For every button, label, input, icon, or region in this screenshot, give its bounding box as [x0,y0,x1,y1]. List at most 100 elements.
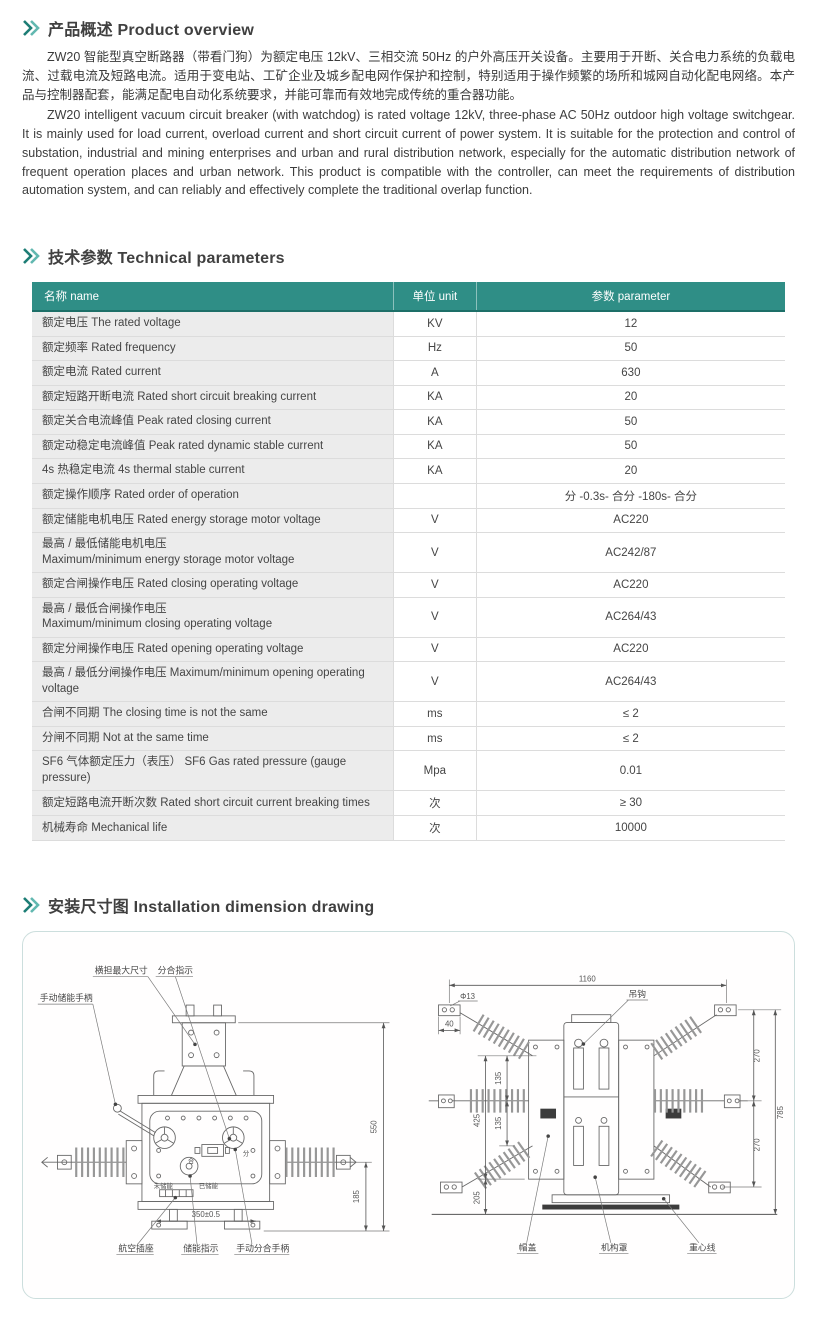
dim-425: 425 [473,1114,482,1128]
cell-name: 合闸不同期 The closing time is not the same [32,701,394,727]
cell-param: 20 [475,458,785,484]
cell-name: 额定短路开断电流 Rated short circuit breaking cu… [32,384,394,411]
cell-unit: V [392,532,477,574]
cell-name: 最高 / 最低储能电机电压 Maximum/minimum energy sto… [32,532,394,574]
cell-unit: Hz [392,335,477,362]
label-not-charged: 未储能 [153,1181,173,1190]
installation-section-header: 安装尺寸图 Installation dimension drawing [22,893,795,917]
label-energy-indicator: 储能指示 [183,1243,218,1254]
front-view-drawing: 550 185 350±0.5 横担最大尺寸 分合指示 手动储能手柄 合 分 [37,965,390,1256]
label-close-char: 合 [188,1157,195,1166]
label-crossarm-max: 横担最大尺寸 [95,965,148,976]
cell-unit: V [392,596,477,638]
column-header-parameter: 参数 parameter [475,282,785,312]
cell-param: 630 [475,360,785,386]
breaker-side-structure [429,1004,749,1210]
cell-name: 4s 热稳定电流 4s thermal stable current [32,458,394,484]
overview-title: 产品概述 Product overview [48,22,255,39]
column-header-name: 名称 name [32,282,394,312]
double-chevron-icon [22,19,40,37]
cell-unit: V [392,636,477,663]
table-row: 额定动稳定电流峰值 Peak rated dynamic stable curr… [32,433,785,460]
side-view-labels: 吊钩 帽盖 机构罩 重心线 [517,988,717,1255]
cell-param: 12 [475,310,785,337]
cell-param: 0.01 [475,750,785,792]
label-hook: 吊钩 [629,988,647,999]
dim-350: 350±0.5 [191,1211,220,1220]
cell-unit: 次 [392,815,477,842]
cell-name: 额定动稳定电流峰值 Peak rated dynamic stable curr… [32,433,394,460]
cell-unit: KA [392,409,477,435]
cell-param: ≤ 2 [475,725,785,752]
cell-param: 50 [475,433,785,460]
label-open-char: 分 [243,1149,250,1158]
table-row: 最高 / 最低分闸操作电压 Maximum/minimum opening op… [32,661,785,703]
overview-paragraph-zh: ZW20 智能型真空断路器（带看门狗）为额定电压 12kV、三相交流 50Hz … [22,50,795,102]
cell-name: 分闸不同期 Not at the same time [32,725,394,752]
dim-550: 550 [369,1120,378,1134]
side-view-drawing: 1160 Φ13 40 135 135 425 205 [429,975,785,1255]
cell-unit: KA [392,433,477,460]
dim-205: 205 [473,1191,482,1205]
cell-name: 额定频率 Rated frequency [32,335,394,362]
parameters-table: 名称 name 单位 unit 参数 parameter 额定电压 The ra… [32,282,785,842]
cell-name: 额定分闸操作电压 Rated opening operating voltage [32,636,394,663]
cell-name: 额定储能电机电压 Rated energy storage motor volt… [32,507,394,534]
table-row: 额定储能电机电压 Rated energy storage motor volt… [32,507,785,534]
cell-unit: A [392,360,477,386]
overview-section-header: 产品概述 Product overview [22,16,795,40]
right-lower-fins [650,1140,709,1190]
table-row: 额定分闸操作电压 Rated opening operating voltage… [32,636,785,663]
front-view-dimensions: 550 185 350±0.5 [155,1022,390,1232]
cell-name: 额定电流 Rated current [32,360,394,386]
front-view-labels: 横担最大尺寸 分合指示 手动储能手柄 合 分 未储能 已储能 航空插座 储能指示 [37,965,289,1256]
left-upper-fins [472,1014,532,1061]
cell-param: AC220 [475,572,785,598]
label-gravity-line: 重心线 [689,1242,716,1253]
installation-title: 安装尺寸图 Installation dimension drawing [48,899,375,917]
overview-paragraph-en: ZW20 intelligent vacuum circuit breaker … [22,108,795,198]
cell-param: 50 [475,335,785,362]
spacer [22,200,795,240]
cell-unit: ms [392,725,477,752]
cell-unit: KV [392,310,477,337]
table-row: 额定短路开断电流 Rated short circuit breaking cu… [32,384,785,411]
label-manual-oc-handle: 手动分合手柄 [236,1243,289,1254]
table-row: 最高 / 最低合闸操作电压 Maximum/minimum closing op… [32,596,785,638]
cell-name: 最高 / 最低合闸操作电压 Maximum/minimum closing op… [32,596,394,638]
label-charged: 已储能 [199,1181,219,1190]
table-row: 最高 / 最低储能电机电压 Maximum/minimum energy sto… [32,532,785,574]
cell-param: AC220 [475,507,785,534]
cell-name: 机械寿命 Mechanical life [32,815,394,842]
cell-param: AC242/87 [475,532,785,574]
table-row: SF6 气体额定压力（表压） SF6 Gas rated pressure (g… [32,750,785,792]
dim-135b: 135 [494,1116,503,1130]
cell-unit: V [392,661,477,703]
cell-name: 额定合闸操作电压 Rated closing operating voltage [32,572,394,598]
cell-param: 50 [475,409,785,435]
table-header-row: 名称 name 单位 unit 参数 parameter [32,282,785,312]
dim-1160: 1160 [579,975,596,984]
cell-name: 额定操作顺序 Rated order of operation [32,482,394,509]
cell-name: 最高 / 最低分闸操作电压 Maximum/minimum opening op… [32,661,394,703]
cell-param: ≥ 30 [475,790,785,817]
breaker-front-structure [40,1004,357,1230]
dim-185: 185 [352,1190,361,1204]
cell-unit [392,482,477,509]
cell-unit: 次 [392,790,477,817]
label-open-close-indicator: 分合指示 [157,965,192,976]
cell-param: 20 [475,384,785,411]
cell-unit: KA [392,458,477,484]
column-header-unit: 单位 unit [392,282,477,312]
cell-unit: ms [392,701,477,727]
label-aviation-socket: 航空插座 [118,1243,153,1254]
cell-name: 额定关合电流峰值 Peak rated closing current [32,409,394,435]
dim-785: 785 [776,1106,785,1120]
